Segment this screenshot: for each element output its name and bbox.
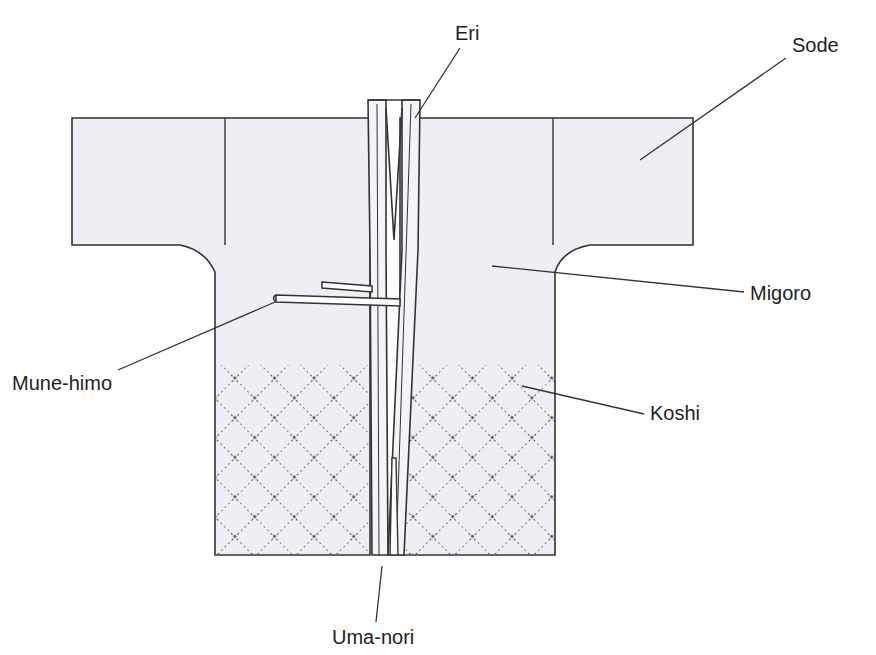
mune-himo-tie [274, 282, 401, 306]
collar-band [368, 100, 420, 555]
sleeve-seam [225, 118, 553, 245]
slit-label: Uma-nori [332, 626, 414, 649]
sleeve-label: Sode [792, 34, 839, 57]
hip-label: Koshi [650, 402, 700, 425]
body-label: Migoro [750, 282, 811, 305]
tie-label: Mune-himo [12, 372, 112, 395]
uma-nori-slit [390, 458, 398, 555]
collar-label: Eri [455, 22, 479, 45]
leader-line [118, 48, 786, 622]
